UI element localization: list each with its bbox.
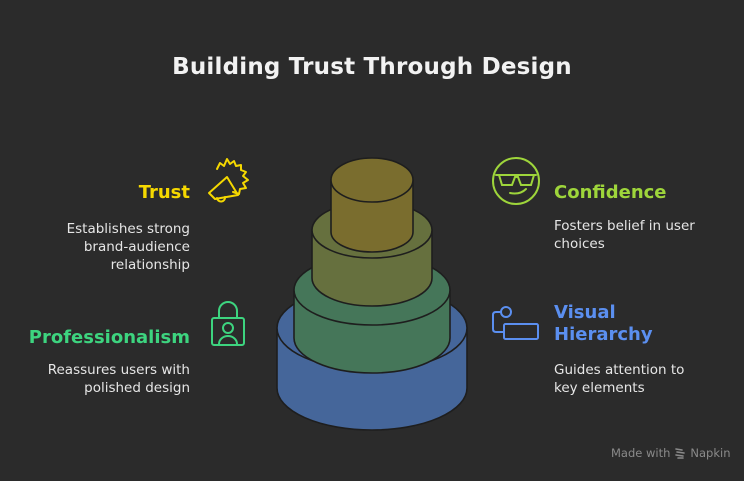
- visual-hierarchy-description: Guides attention to key elements: [554, 362, 685, 396]
- professionalism-label: Professionalism: [28, 327, 190, 348]
- trust-label: Trust: [138, 182, 190, 203]
- megaphone-badge-icon: [208, 158, 249, 203]
- lock-user-icon: [211, 301, 245, 346]
- trust-description: Establishes strong brand-audience relati…: [66, 221, 190, 273]
- page-title: Building Trust Through Design: [172, 54, 572, 80]
- professionalism-description: Reassures users with polished design: [47, 362, 190, 396]
- confidence-label: Confidence: [554, 182, 667, 203]
- hierarchy-icon: [492, 306, 539, 340]
- sunglasses-face-icon: [492, 157, 540, 205]
- napkin-logo-icon: [675, 448, 686, 459]
- made-with-napkin-badge[interactable]: Made with Napkin: [611, 446, 731, 460]
- tier-trust: [330, 157, 414, 253]
- visual-hierarchy-label: Visual Hierarchy: [554, 302, 653, 345]
- confidence-description: Fosters belief in user choices: [554, 218, 695, 252]
